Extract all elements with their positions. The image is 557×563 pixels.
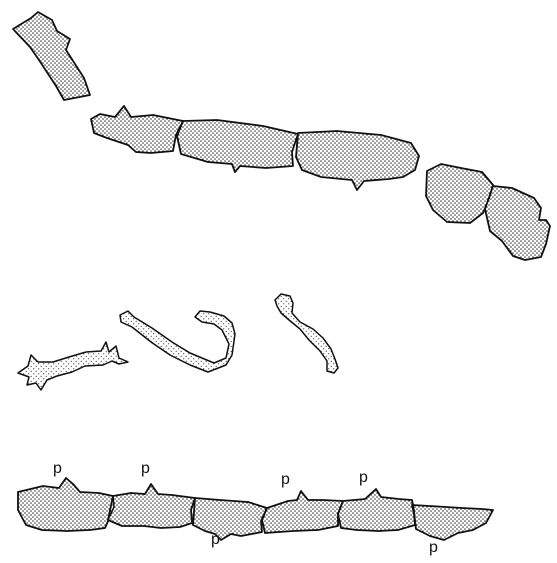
fragment-middle-left (18, 342, 128, 390)
process-label-6: p (429, 540, 438, 556)
fragment-bottom-3 (193, 498, 267, 540)
fragment-bottom-1 (18, 478, 114, 531)
fragment-bottom-2 (108, 484, 195, 528)
fragment-middle-right (275, 294, 338, 373)
fragment-top-middle-left (91, 106, 183, 153)
process-label-5: p (359, 470, 368, 486)
fragment-middle-center (120, 311, 235, 372)
process-label-4: p (281, 472, 290, 488)
process-label-3: p (211, 532, 220, 548)
fragment-bottom-6 (412, 505, 493, 540)
fragment-top-left (13, 12, 90, 100)
fragment-bottom-5 (338, 489, 415, 531)
process-label-2: p (141, 461, 150, 477)
fragment-top-middle-right (296, 131, 419, 190)
fragment-bottom-4 (262, 491, 343, 533)
fragment-top-middle (177, 120, 298, 172)
fragment-top-right-lower (485, 186, 550, 260)
process-label-1: p (53, 461, 62, 477)
